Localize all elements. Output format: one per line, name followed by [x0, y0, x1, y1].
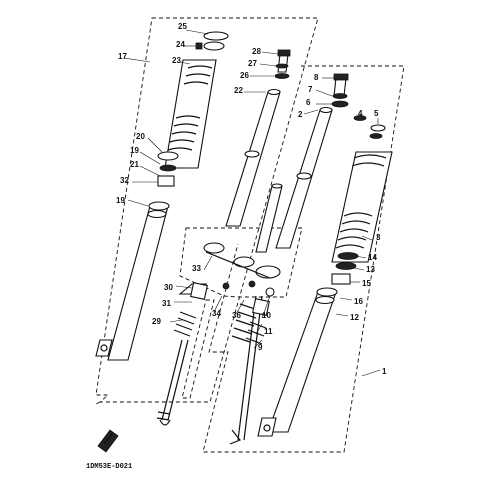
- part-label-6: 6: [306, 98, 311, 107]
- inner-tube-left: [225, 49, 291, 227]
- middle-lower-parts: [229, 298, 270, 445]
- part-label-13: 13: [366, 265, 375, 274]
- inner-tube-right: [275, 73, 349, 249]
- part-label-8: 8: [314, 73, 319, 82]
- part-label-20: 20: [136, 132, 145, 141]
- part-label-17: 17: [118, 52, 127, 61]
- part-label-25: 25: [178, 22, 187, 31]
- part-label-19: 19: [130, 146, 139, 155]
- part-label-31: 31: [162, 299, 171, 308]
- bracket-assembly: [203, 242, 281, 297]
- part-label-21: 21: [130, 160, 139, 169]
- part-label-2: 2: [298, 110, 303, 119]
- front-arrow-icon: [97, 429, 119, 453]
- part-label-24: 24: [176, 40, 185, 49]
- part-label-36: 36: [232, 311, 241, 320]
- part-label-29: 29: [152, 317, 161, 326]
- part-label-23: 23: [172, 56, 181, 65]
- damper-rod: [231, 183, 283, 441]
- part-label-9: 9: [258, 343, 263, 352]
- left-fork: [95, 31, 229, 426]
- part-labels: 25 24 23 17 20 19 21 32 19 28 27 26 22 2…: [86, 22, 387, 471]
- group-outlines: [95, 17, 405, 453]
- part-label-14: 14: [368, 253, 377, 262]
- part-label-15: 15: [362, 279, 371, 288]
- part-label-12: 12: [350, 313, 359, 322]
- part-label-32: 32: [120, 176, 129, 185]
- part-label-5: 5: [374, 109, 379, 118]
- part-label-30: 30: [164, 283, 173, 292]
- part-label-34: 34: [212, 309, 221, 318]
- part-label-1: 1: [382, 367, 387, 376]
- figure-code: 1DM53E-D021: [86, 463, 132, 471]
- part-label-27: 27: [248, 59, 257, 68]
- right-fork: [257, 115, 393, 437]
- leader-lines: [123, 29, 381, 377]
- part-label-7: 7: [308, 85, 313, 94]
- part-label-19-tube: 19: [116, 196, 125, 205]
- part-label-16: 16: [354, 297, 363, 306]
- part-label-11: 11: [264, 327, 273, 336]
- part-label-33: 33: [192, 264, 201, 273]
- part-label-4: 4: [358, 109, 363, 118]
- part-label-26: 26: [240, 71, 249, 80]
- part-label-28: 28: [252, 47, 261, 56]
- part-label-22: 22: [234, 86, 243, 95]
- part-label-10: 10: [262, 311, 271, 320]
- part-label-3: 3: [376, 233, 381, 242]
